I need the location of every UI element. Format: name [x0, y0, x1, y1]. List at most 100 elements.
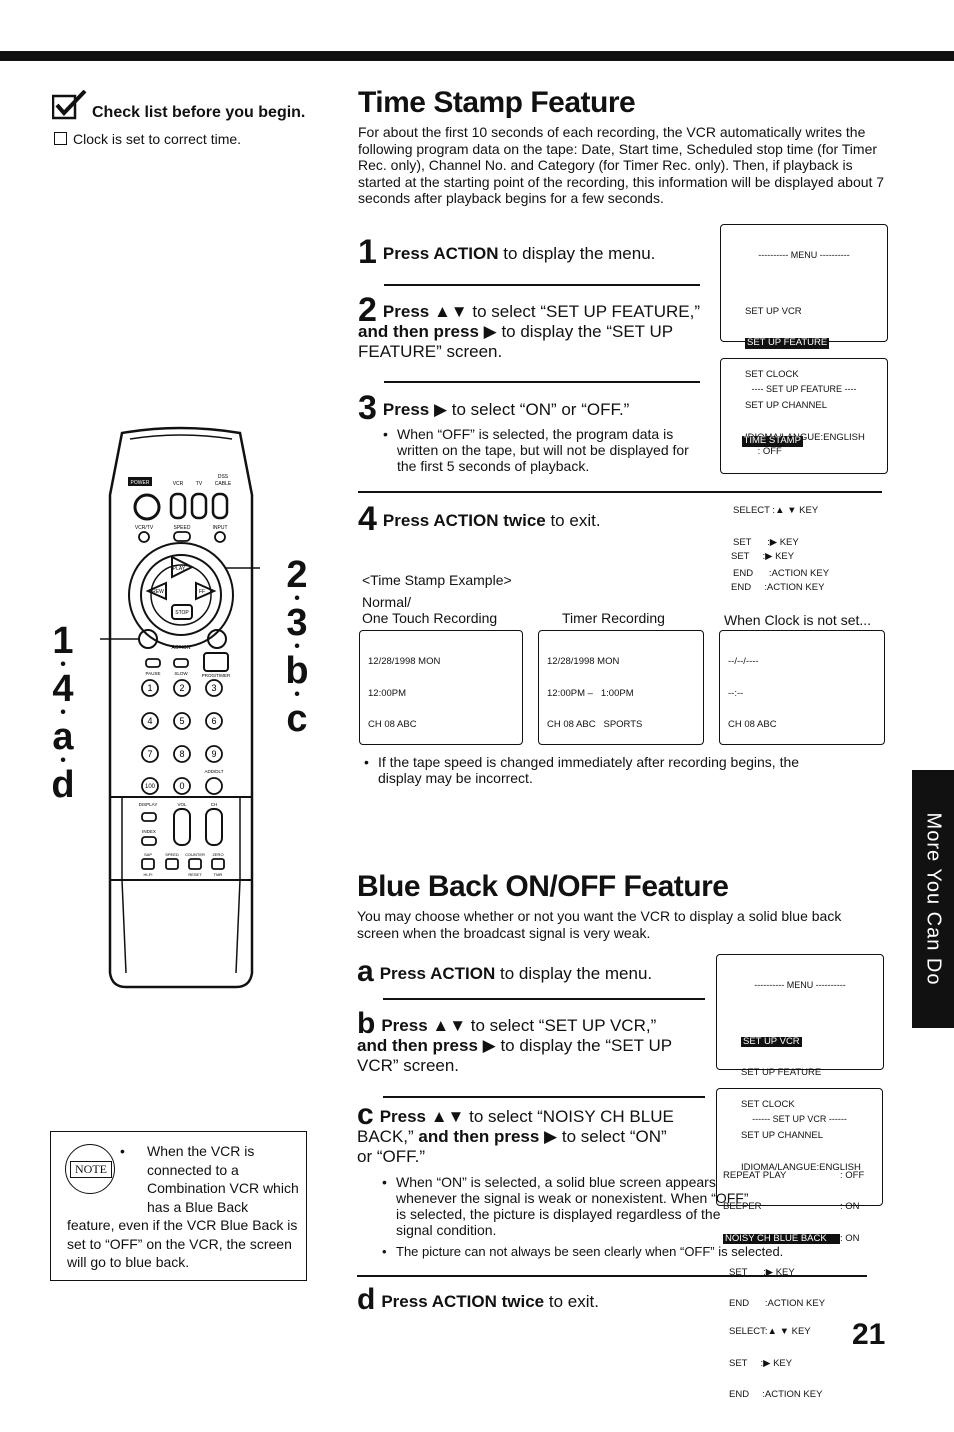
speed-label-2: SPEED: [165, 852, 179, 857]
step-text: to display the “SET UP FEATURE” screen.: [358, 322, 673, 361]
osd-keys: SET :▶ KEY END :ACTION KEY: [725, 531, 883, 615]
osd-item-selected: TIME STAMP: [741, 435, 803, 447]
osd-row-label: BEEPER: [723, 1201, 762, 1212]
example-label-noclock: When Clock is not set...: [724, 612, 872, 628]
digit-4: 4: [147, 716, 152, 726]
callout-dot: •: [294, 638, 300, 655]
digit-9: 9: [211, 749, 216, 759]
step-text: to display the menu.: [495, 964, 653, 983]
step-divider: [384, 284, 700, 286]
step-divider: [384, 381, 700, 383]
osd-item: SET CLOCK: [745, 368, 799, 380]
step-bold: and then press ▶: [357, 1036, 496, 1055]
step-bold: and then press ▶: [418, 1127, 558, 1146]
step-divider: [357, 1275, 867, 1277]
input-label: INPUT: [213, 525, 228, 531]
step-number: 1: [358, 233, 377, 271]
osd-header: ---------- MENU ----------: [758, 250, 850, 260]
callout-char: 4: [52, 668, 74, 710]
osd-item: IDIOMA/LANGUE:ENGLISH: [741, 1161, 861, 1173]
digit-2: 2: [179, 683, 184, 693]
ts-feature-osd: ---- SET UP FEATURE ---- TIME STAMP : OF…: [720, 358, 888, 593]
step-letter: b: [357, 1007, 376, 1040]
callout-dot: •: [294, 590, 300, 607]
step-divider: [383, 1096, 705, 1098]
callout-char: d: [51, 764, 75, 806]
speed-label: SPEED: [174, 525, 191, 531]
number-keypad: 1 2 3 4 5 6 7 8 9 100 0: [141, 679, 223, 795]
index-label: INDEX: [142, 829, 156, 834]
section-side-tab: More You Can Do: [912, 770, 954, 1028]
stop-label: STOP: [175, 610, 189, 616]
bb-menu-osd: ---------- MENU ---------- SET UP VCR SE…: [716, 954, 884, 1309]
osd-item: SET UP VCR: [745, 305, 802, 317]
time-stamp-title: Time Stamp Feature: [358, 86, 636, 119]
osd-row: NOISY CH BLUE BACK: ON: [723, 1233, 878, 1244]
osd-items: SET UP VCR SET UP FEATURE SET CLOCK SET …: [725, 286, 883, 465]
step-text: to display the menu.: [498, 244, 656, 263]
step-text: to display the “SET UP VCR” screen.: [357, 1036, 672, 1075]
digit-0: 0: [179, 781, 184, 791]
dss-label: DSS: [218, 474, 229, 480]
osd-header: ------ SET UP VCR ------: [752, 1114, 847, 1124]
action-label: ACTION: [172, 645, 191, 651]
example-label-timer: Timer Recording: [562, 610, 665, 626]
digit-6: 6: [211, 716, 216, 726]
osd-key-hint: END :ACTION KEY: [729, 1298, 826, 1309]
step-number: 2: [358, 291, 377, 329]
checklist-title: Check list before you begin.: [92, 104, 306, 121]
page-number: 21: [852, 1318, 886, 1351]
vol-label: VOL: [177, 802, 187, 807]
callout-dot: •: [294, 686, 300, 703]
note-body-text: When the VCR is connected to a Combinati…: [67, 1143, 299, 1270]
digit-7: 7: [147, 749, 152, 759]
osd-item-selected: SET UP FEATURE: [745, 337, 830, 349]
osd-key-hint: SELECT:▲ ▼ KEY: [729, 1326, 811, 1337]
checklist-item-text: Clock is set to correct time.: [73, 131, 242, 147]
callout-char: 2: [286, 554, 308, 596]
step-bold: Press ▲▼: [381, 1016, 467, 1035]
blue-back-intro: You may choose whether or not you want t…: [357, 908, 842, 941]
example-line: 12:00PM – 1:00PM: [547, 687, 634, 699]
bb-step-c-bullet-2: •The picture can not always be seen clea…: [382, 1244, 784, 1259]
osd-row-value: : ON: [840, 1201, 860, 1212]
tmr-label: TMR: [214, 872, 223, 877]
bb-step-c-bullet-1: •When “ON” is selected, a solid blue scr…: [382, 1174, 749, 1238]
callout-dot: •: [60, 656, 66, 673]
adddlt-label: ADD/DLT: [205, 769, 224, 774]
counter-label: COUNTER: [185, 852, 205, 857]
note-body: When the VCR is connected to a Combinati…: [67, 1142, 299, 1272]
example-label-line: Normal/: [362, 594, 412, 610]
note-badge-label: NOTE: [70, 1161, 112, 1178]
step-number: 4: [358, 500, 377, 538]
digit-100: 100: [145, 784, 156, 790]
osd-key-hint: SET :▶ KEY: [729, 1266, 795, 1278]
osd-key-hint: SET :▶ KEY: [733, 536, 799, 548]
step-text: to select “NOISY CH BLUE BACK,”: [357, 1107, 674, 1146]
osd-key-hint: SET :▶ KEY: [731, 550, 795, 562]
power-label: POWER: [131, 480, 150, 486]
checkmark-box-icon: [52, 90, 87, 120]
ch-label: CH: [211, 802, 218, 807]
callout-dot: •: [60, 752, 66, 769]
display-label: DISPLAY: [139, 802, 158, 807]
step-bold: Press ACTION: [379, 964, 496, 983]
example-line: 12/28/1998 MON: [547, 656, 620, 667]
bullet-text: When “OFF” is selected, the program data…: [397, 426, 689, 474]
osd-row: BEEPER : ON: [723, 1201, 878, 1213]
step-letter: a: [357, 955, 374, 988]
sap-label: SAP: [144, 852, 152, 857]
example-screen-timer: 12/28/1998 MON 12:00PM – 1:00PM CH 08 AB…: [538, 630, 704, 745]
example-line: --/--/----: [728, 656, 759, 667]
bb-vcr-osd: ------ SET UP VCR ------ REPEAT PLAY: OF…: [716, 1088, 883, 1400]
vcr-label: VCR: [173, 481, 184, 487]
vcrtv-label: VCR/TV: [135, 525, 154, 531]
osd-items: SET UP VCR SET UP FEATURE SET CLOCK SET …: [721, 1016, 879, 1195]
digit-5: 5: [179, 716, 184, 726]
example-screen-noclock: --/--/---- --:-- CH 08 ABC: [719, 630, 885, 745]
pause-label: PAUSE: [146, 671, 161, 676]
remote-control-illustration: POWER VCR TV DSS CABLE VCR/TV SPEED INPU…: [100, 426, 260, 989]
osd-key-hint: END :ACTION KEY: [729, 1389, 823, 1400]
